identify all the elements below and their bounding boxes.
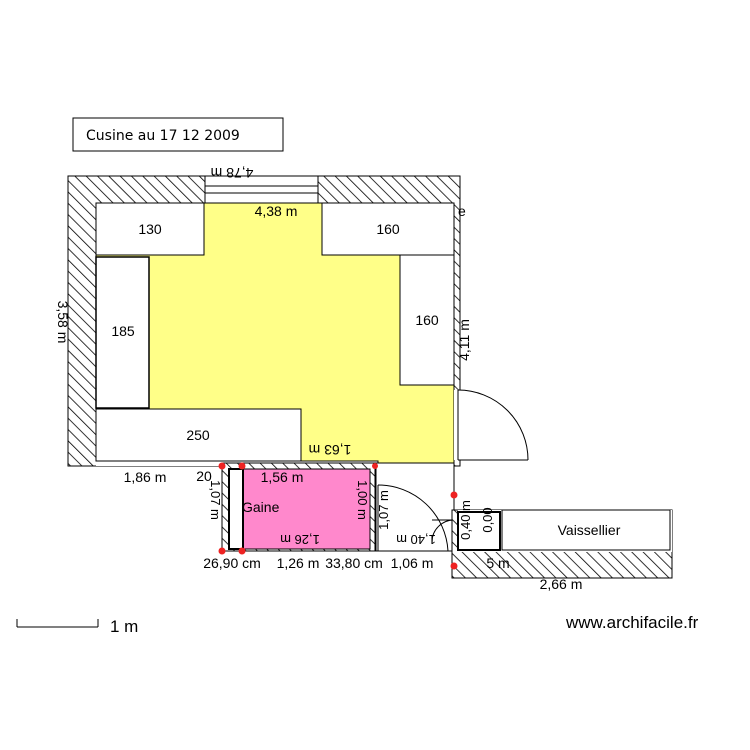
scale-bar: 1 m <box>16 617 138 636</box>
dim-bottom-left: 1,86 m <box>124 469 167 485</box>
dim-misc-e: e <box>458 203 466 219</box>
gaine-label: Gaine <box>242 499 280 515</box>
dim-bottom-a: 26,90 cm <box>203 555 261 571</box>
dimension-labels: 4,78 m 4,38 m e 3,58 m 4,11 m 1,86 m 1,6… <box>55 165 582 592</box>
marker-dot <box>218 462 226 470</box>
cabinet-right-label: 160 <box>415 312 439 328</box>
counter-bottom-label: 250 <box>186 427 210 443</box>
vaissellier-label: Vaissellier <box>558 522 621 538</box>
dim-top-outer: 4,78 m <box>211 165 254 181</box>
cabinet-left: 185 <box>95 256 150 409</box>
vaissellier-area: Vaissellier <box>451 509 673 579</box>
cabinet-right: 160 <box>399 254 455 386</box>
marker-dot <box>238 547 246 555</box>
dim-bottom-c: 33,80 cm <box>325 555 383 571</box>
plan-title: Cusine au 17 12 2009 <box>72 117 284 152</box>
dim-right-inner: 4,11 m <box>456 319 472 361</box>
cabinet-left-label: 185 <box>111 323 135 339</box>
cabinet-top-left: 130 <box>95 202 205 256</box>
dim-right-small-2: 0,00 <box>480 507 495 532</box>
dim-gaine-width: 1,56 m <box>261 469 304 485</box>
dim-left-outer: 3,58 m <box>55 301 71 344</box>
credit-link[interactable]: www.archifacile.fr <box>565 613 699 632</box>
marker-dot <box>450 491 458 499</box>
dim-tiny-20: 20 <box>196 468 212 484</box>
marker-dot <box>238 462 246 470</box>
dim-bottom-right: 2,66 m <box>540 576 583 592</box>
dim-top-inner: 4,38 m <box>255 203 298 219</box>
cabinet-top-right: 160 <box>321 202 455 256</box>
plan-title-text: Cusine au 17 12 2009 <box>86 128 240 144</box>
dim-bottom-e: 5 m <box>486 555 509 571</box>
marker-dot <box>218 547 226 555</box>
dim-gaine-height-left: 1,07 m <box>208 480 223 520</box>
marker-dot <box>450 562 458 570</box>
dim-bottom-b: 1,26 m <box>277 555 320 571</box>
dim-door-height: 1,07 m <box>376 490 391 530</box>
dim-gaine-inner-3: 1,40 m <box>396 532 436 547</box>
right-door <box>454 389 529 461</box>
dim-right-small-1: 0,40 m <box>458 500 473 540</box>
dim-bottom-d: 1,06 m <box>391 555 434 571</box>
cabinet-top-right-label: 160 <box>376 221 400 237</box>
counter-bottom: 250 <box>95 408 302 462</box>
dim-wall-mid: 1,63 m <box>309 442 352 458</box>
markers <box>218 462 458 570</box>
cabinet-top-left-label: 130 <box>138 221 162 237</box>
gaine-room: Gaine <box>221 462 376 552</box>
dim-gaine-height-right: 1,00 m <box>355 480 370 520</box>
scale-label: 1 m <box>110 617 138 636</box>
dim-gaine-inner: 1,26 m <box>280 532 320 547</box>
corridor <box>375 462 455 552</box>
marker-dot <box>372 463 378 469</box>
